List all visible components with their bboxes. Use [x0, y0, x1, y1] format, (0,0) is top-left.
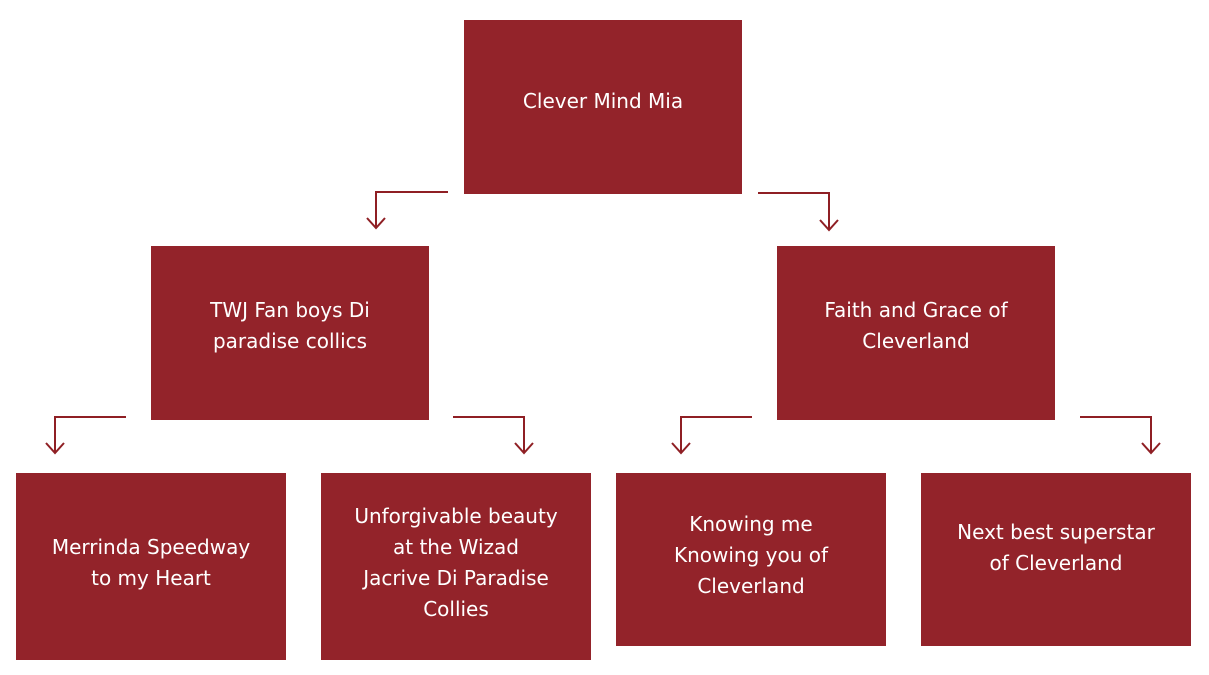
node-left-left-label: Merrinda Speedway to my Heart [51, 534, 251, 590]
arrowhead [366, 217, 386, 230]
node-right-left: Knowing me Knowing you of Cleverland [616, 473, 886, 646]
node-right: Faith and Grace of Cleverland [777, 246, 1055, 420]
arrowhead [819, 219, 839, 232]
node-root-label: Clever Mind Mia [522, 88, 684, 113]
node-left-right: Unforgivable beauty at the Wizad Jacrive… [321, 473, 591, 660]
node-right-left-label: Knowing me Knowing you of Cleverland [673, 512, 829, 598]
node-left-left: Merrinda Speedway to my Heart [16, 473, 286, 660]
node-root: Clever Mind Mia [464, 20, 742, 194]
arrowhead [45, 442, 65, 455]
arrowhead [671, 442, 691, 455]
connector-arrow [453, 416, 525, 452]
node-right-right-label: Next best superstar of Cleverland [957, 519, 1155, 575]
node-left-right-label: Unforgivable beauty at the Wizad Jacrive… [354, 503, 558, 621]
connector-arrow [1080, 416, 1152, 452]
connector-arrow [758, 192, 830, 229]
node-right-right: Next best superstar of Cleverland [921, 473, 1191, 646]
arrowhead [1141, 442, 1161, 455]
node-left: TWJ Fan boys Di paradise collics [151, 246, 429, 420]
arrowhead [514, 442, 534, 455]
node-right-label: Faith and Grace of Cleverland [824, 298, 1008, 353]
connector-arrow [375, 191, 448, 227]
node-left-label: TWJ Fan boys Di paradise collics [210, 298, 370, 353]
connector-arrow [680, 416, 752, 452]
connector-arrow [54, 416, 126, 452]
